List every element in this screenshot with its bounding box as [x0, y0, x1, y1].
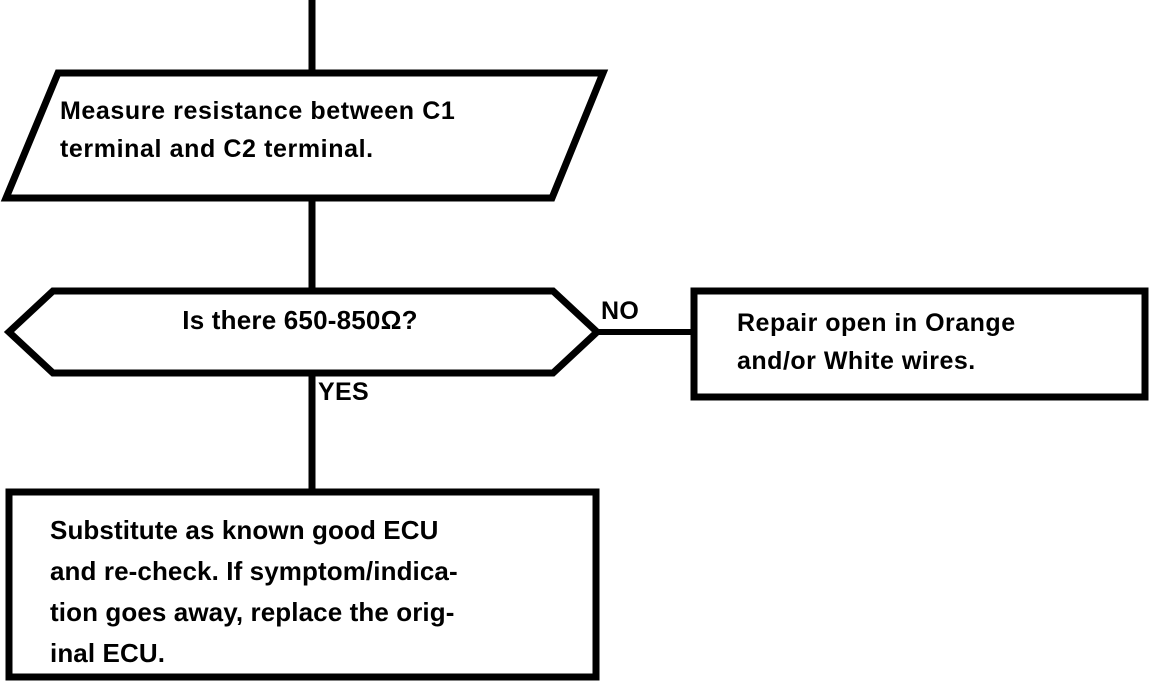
branch-label-yes: YES: [318, 378, 369, 406]
measure-step-text: Measure resistance between C1 terminal a…: [60, 97, 456, 163]
branch-label-no: NO: [601, 297, 640, 325]
decision-text: Is there 650-850Ω?: [182, 305, 418, 335]
substitute-action-text: Substitute as known good ECU and re-chec…: [50, 515, 458, 668]
repair-action-text: Repair open in Orange and/or White wires…: [737, 309, 1016, 375]
